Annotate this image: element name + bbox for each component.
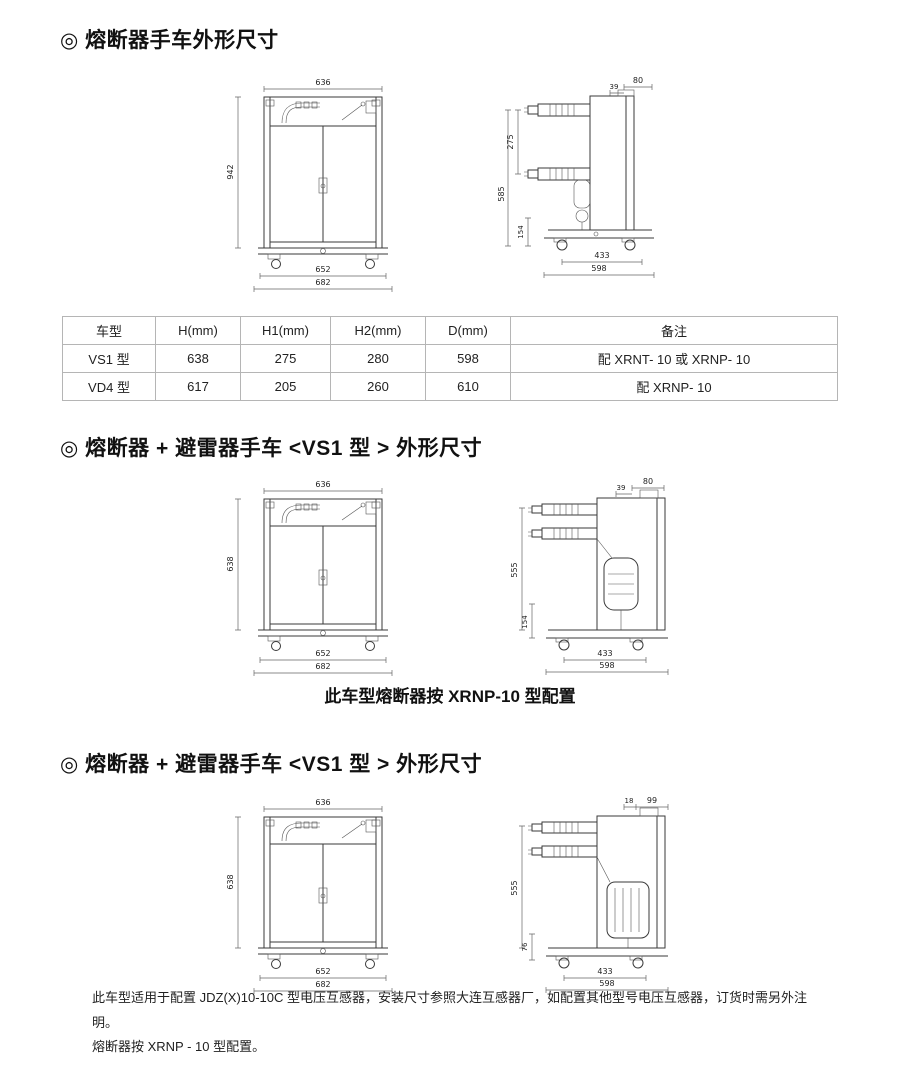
section3-note: 此车型适用于配置 JDZ(X)10-10C 型电压互感器，安装尺寸参照大连互感器…	[92, 986, 832, 1060]
dimension-label: 682	[315, 278, 330, 287]
dimension-label: 39	[610, 83, 619, 91]
table-header-row: 车型 H(mm) H1(mm) H2(mm) D(mm) 备注	[62, 316, 838, 345]
dimension-lines: 636 638 652 682	[226, 798, 393, 994]
dimension-label: 154	[521, 615, 529, 629]
base-and-wheels	[546, 629, 668, 651]
side-view-drawing-1: 80 39 275 585 154 433 598	[497, 76, 655, 278]
dimension-label: 80	[633, 76, 643, 85]
table-cell: VD4 型	[62, 372, 156, 401]
col-header: D(mm)	[425, 316, 511, 345]
contact-arms	[528, 503, 598, 540]
dimension-label: 652	[315, 265, 330, 274]
frame-outline	[589, 89, 635, 231]
dimensions-table: 车型 H(mm) H1(mm) H2(mm) D(mm) 备注 VS1 型 63…	[62, 316, 838, 401]
side-view-drawing-2: 80 39 555 154 433 598	[510, 477, 669, 675]
dimension-label: 433	[597, 967, 612, 976]
section1-title: ◎ 熔断器手车外形尺寸	[60, 29, 279, 52]
base-and-wheels	[546, 947, 668, 969]
dimension-lines: 636 638 652 682	[226, 480, 393, 676]
table-cell: 配 XRNP- 10	[510, 372, 838, 401]
table-cell: 205	[240, 372, 331, 401]
front-view-drawing-3: 636 638 652 682	[226, 798, 393, 994]
dimension-lines: 80 39 555 154 433 598	[510, 477, 669, 675]
dimension-lines: 80 39 275 585 154 433 598	[497, 76, 655, 278]
table-cell: 617	[155, 372, 241, 401]
dimension-label: 433	[597, 649, 612, 658]
fuse-and-insulator	[573, 179, 591, 230]
dimension-label: 636	[315, 480, 330, 489]
dimension-label: 682	[315, 662, 330, 671]
dimension-label: 598	[599, 661, 614, 670]
cabinet-outline	[263, 96, 383, 249]
dimension-label: 80	[643, 477, 653, 486]
dimension-label: 76	[521, 942, 529, 951]
dimension-label: 652	[315, 967, 330, 976]
cabinet-outline	[263, 498, 383, 631]
col-header: H(mm)	[155, 316, 241, 345]
dimension-label: 555	[510, 562, 519, 577]
cabinet-outline	[263, 816, 383, 949]
dimension-label: 154	[517, 225, 525, 239]
base-and-wheels	[258, 947, 388, 969]
dimension-label: 585	[497, 186, 506, 201]
table-cell: 配 XRNT- 10 或 XRNP- 10	[510, 344, 838, 373]
section2-title: ◎ 熔断器 + 避雷器手车 <VS1 型 > 外形尺寸	[60, 437, 483, 460]
dimension-label: 638	[226, 874, 235, 889]
note-line: 熔断器按 XRNP - 10 型配置。	[92, 1039, 266, 1055]
dimension-label: 555	[510, 880, 519, 895]
arrester-body	[596, 538, 639, 630]
base-and-wheels	[258, 247, 388, 269]
dimension-label: 638	[226, 556, 235, 571]
table-cell: 260	[330, 372, 426, 401]
dimension-label: 598	[599, 979, 614, 988]
table-cell: 610	[425, 372, 511, 401]
table-cell: 280	[330, 344, 426, 373]
dimension-label: 18	[625, 797, 634, 805]
dimension-label: 99	[647, 796, 657, 805]
dimension-label: 433	[594, 251, 609, 260]
table-cell: 598	[425, 344, 511, 373]
base-and-wheels	[544, 229, 654, 251]
col-header: 车型	[62, 316, 156, 345]
dimension-label: 636	[315, 798, 330, 807]
dimension-label: 652	[315, 649, 330, 658]
section3-title: ◎ 熔断器 + 避雷器手车 <VS1 型 > 外形尺寸	[60, 753, 483, 776]
section2-caption: 此车型熔断器按 XRNP-10 型配置	[324, 687, 576, 706]
dimension-lines: 18 99 555 76 433 598	[510, 796, 669, 993]
table-row: VS1 型 638 275 280 598 配 XRNT- 10 或 XRNP-…	[62, 344, 838, 373]
col-header: 备注	[510, 316, 838, 345]
col-header: H1(mm)	[240, 316, 331, 345]
dimension-label: 598	[591, 264, 606, 273]
table-cell: 275	[240, 344, 331, 373]
dimension-lines: 636 942 652 682	[226, 78, 393, 292]
front-view-drawing-1: 636 942 652 682	[226, 78, 393, 292]
contact-arms	[528, 821, 598, 858]
table-row: VD4 型 617 205 260 610 配 XRNP- 10	[62, 372, 838, 401]
note-line: 此车型适用于配置 JDZ(X)10-10C 型电压互感器，安装尺寸参照大连互感器…	[92, 990, 808, 1030]
contact-arms	[524, 103, 591, 181]
front-view-drawing-2: 636 638 652 682	[226, 480, 393, 676]
table-cell: VS1 型	[62, 344, 156, 373]
base-and-wheels	[258, 629, 388, 651]
col-header: H2(mm)	[330, 316, 426, 345]
side-view-drawing-3: 18 99 555 76 433 598	[510, 796, 669, 993]
dimension-label: 275	[506, 134, 515, 149]
table-cell: 638	[155, 344, 241, 373]
dimension-label: 942	[226, 164, 235, 179]
dimension-label: 39	[617, 484, 626, 492]
dimension-label: 636	[315, 78, 330, 87]
dimension-label: 682	[315, 980, 330, 989]
voltage-transformer-body	[596, 856, 650, 948]
